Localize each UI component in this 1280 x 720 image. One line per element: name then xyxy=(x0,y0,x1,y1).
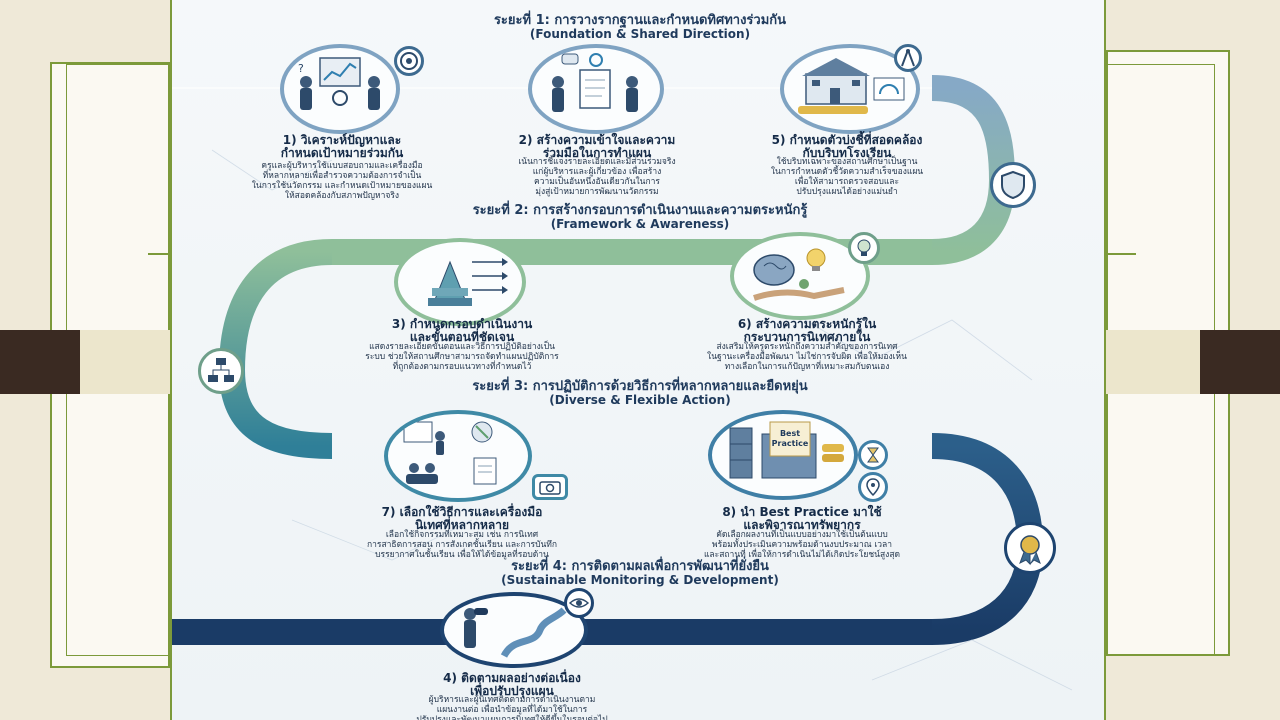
step-5-description: ใช้บริบทเฉพาะของสถานศึกษาเป็นฐาน ในการกำ… xyxy=(770,157,924,197)
phase-4-subtitle: (Sustainable Monitoring & Development) xyxy=(501,573,779,587)
side-tab-left xyxy=(0,330,80,394)
step-7-description: เลือกใช้กิจกรรมที่เหมาะสม เช่น การนิเทศ … xyxy=(366,530,558,560)
eye-icon xyxy=(564,588,594,618)
step-8-illustration: Best Practice xyxy=(708,410,858,500)
brain-awareness-icon xyxy=(753,248,845,301)
phase-2-subtitle: (Framework & Awareness) xyxy=(550,217,730,231)
step-3-illustration xyxy=(394,238,526,326)
phase-3-subtitle: (Diverse & Flexible Action) xyxy=(549,393,731,407)
location-pin-icon xyxy=(858,472,888,502)
phase-1-title: ระยะที่ 1: การวางรากฐานและกำหนดทิศทางร่ว… xyxy=(493,13,787,28)
team-analysis-icon: ? xyxy=(298,57,380,110)
phase-4-title: ระยะที่ 4: การติดตามผลเพื่อการพัฒนาที่ยั… xyxy=(511,559,769,574)
hourglass-icon xyxy=(858,440,888,470)
step-6-illustration xyxy=(730,232,870,320)
step-7-illustration xyxy=(384,410,532,502)
step-1-illustration: ? xyxy=(280,44,400,134)
frame-rule-right xyxy=(1106,253,1136,255)
award-ribbon-icon xyxy=(1004,522,1056,574)
camera-icon xyxy=(532,474,568,500)
step-3-description: แสดงรายละเอียดขั้นตอนและวิธีการปฏิบัติอย… xyxy=(365,342,559,372)
svg-text:?: ? xyxy=(298,62,304,75)
step-7-title: 7) เลือกใช้วิธีการและเครื่องมือ นิเทศที่… xyxy=(381,505,543,532)
step-4-description: ผู้บริหารและผู้นิเทศติดตามการดำเนินงานตา… xyxy=(416,695,608,720)
step-1-title: 1) วิเคราะห์ปัญหาและ กำหนดเป้าหมายร่วมกั… xyxy=(280,133,404,160)
frame-rule-left xyxy=(148,253,170,255)
framework-pyramid-icon xyxy=(428,258,508,306)
collaboration-icon xyxy=(552,53,638,112)
flowchart-icon xyxy=(198,348,244,394)
step-6-description: ส่งเสริมให้ครูตระหนักถึงความสำคัญของการน… xyxy=(707,342,907,372)
phase-2-title: ระยะที่ 2: การสร้างกรอบการดำเนินงานและคว… xyxy=(472,203,808,218)
step-2-description: เน้นการชี้แจงรายละเอียดและมีส่วนร่วมจริง… xyxy=(518,157,676,197)
lightbulb-icon xyxy=(848,232,880,264)
step-6-title: 6) สร้างความตระหนักรู้ใน กระบวนการนิเทศภ… xyxy=(737,317,877,344)
phase-3-title: ระยะที่ 3: การปฏิบัติการด้วยวิธีการที่หล… xyxy=(472,379,808,394)
compass-icon xyxy=(894,44,922,72)
side-tab-left-pale xyxy=(80,330,170,394)
svg-text:Practice: Practice xyxy=(772,439,809,448)
side-tab-right xyxy=(1200,330,1280,394)
school-building-icon xyxy=(798,58,905,114)
step-3-title: 3) กำหนดกรอบดำเนินงาน และขั้นตอนที่ชัดเจ… xyxy=(391,317,533,344)
monitoring-binoculars-icon xyxy=(464,607,567,658)
best-practice-label: Best xyxy=(780,429,800,438)
step-2-title: 2) สร้างความเข้าใจและความ ร่วมมือในการทำ… xyxy=(518,133,676,160)
side-tab-right-pale xyxy=(1106,330,1200,394)
infographic-panel: ระยะที่ 1: การวางรากฐานและกำหนดทิศทางร่ว… xyxy=(170,0,1106,720)
best-practice-file-icon: Best Practice xyxy=(729,421,844,479)
step-2-illustration xyxy=(528,44,664,134)
phase-1-subtitle: (Foundation & Shared Direction) xyxy=(529,27,751,41)
step-4-title: 4) ติดตามผลอย่างต่อเนื่อง เพื่อปรับปรุงแ… xyxy=(443,671,581,698)
teaching-methods-icon xyxy=(403,421,497,485)
step-8-title: 8) นำ Best Practice มาใช้ และพิจารณาทรัพ… xyxy=(722,505,882,532)
target-icon xyxy=(394,46,424,76)
step-5-illustration xyxy=(780,44,920,134)
step-8-description: คัดเลือกผลงานที่เป็นแบบอย่างมาใช้เป็นต้น… xyxy=(703,530,901,560)
step-4-illustration xyxy=(440,592,588,668)
step-1-description: ครูและผู้บริหารใช้แบบสอบถามและเครื่องมือ… xyxy=(251,161,433,201)
shield-icon xyxy=(990,162,1036,208)
step-5-title: 5) กำหนดตัวบ่งชี้ที่สอดคล้อง กับบริบทโรง… xyxy=(771,133,923,160)
